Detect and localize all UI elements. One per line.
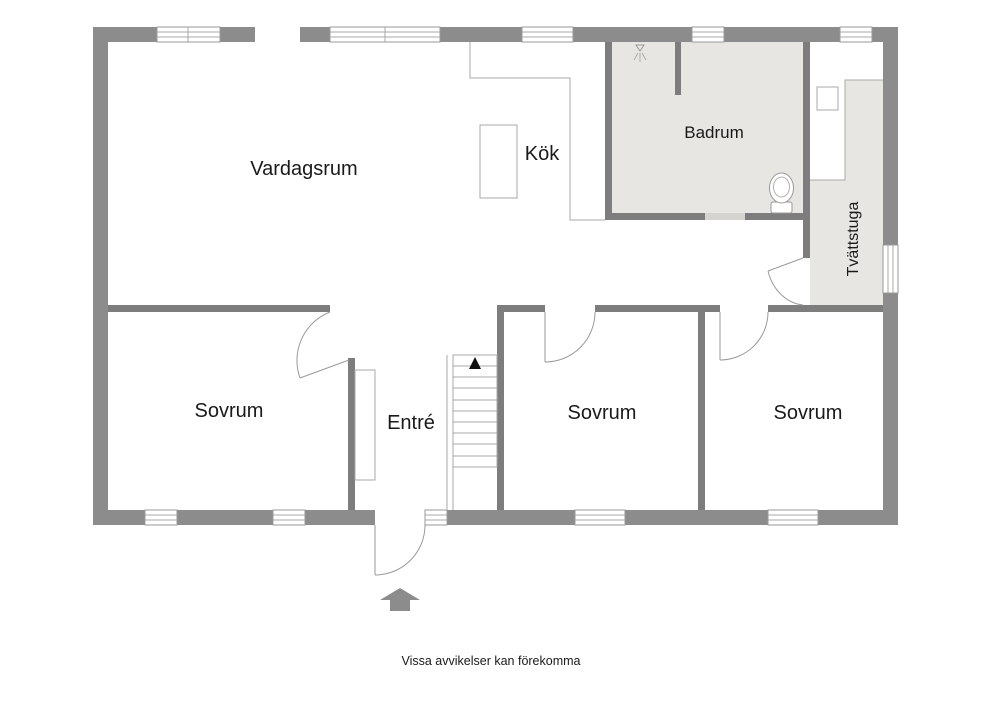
lamp-icon [633,44,647,62]
wall-segment [440,27,522,42]
room-labels: Vardagsrum Kök Badrum Tvättstuga Sovrum … [195,123,862,434]
door-swing [374,524,426,576]
stair-up-arrow-icon [469,357,481,369]
doors [296,257,804,576]
wardrobe [354,369,376,481]
door-laundry [767,257,804,306]
kitchen-island [479,124,518,199]
bathroom-threshold [705,213,745,220]
laundry-floor [810,80,883,305]
window-frame [144,509,178,526]
wall-segment [447,510,575,525]
window-frame [691,26,725,43]
window-frame [574,509,626,526]
wall-segment [220,27,255,42]
door-swing [767,270,804,306]
laundry-fixtures [810,79,883,181]
label-living-room: Vardagsrum [250,158,357,180]
wall-segment [803,42,810,258]
wall-segment [605,213,705,220]
kitchen-fixtures [469,42,605,221]
window-frame [521,26,574,43]
window [156,26,221,43]
wall-segment [497,305,504,510]
window-frame [882,244,899,294]
window [882,244,899,294]
window-frame [272,509,306,526]
label-bedroom-middle: Sovrum [568,402,637,424]
wall-segment [93,27,157,42]
wall-segment [605,42,612,220]
door-swing [296,311,331,379]
door-entrance [374,524,426,576]
lamp-ray [641,52,647,61]
wall-segment [883,293,898,525]
wall-segment [768,305,883,312]
kitchen-counter [469,42,605,221]
wall-segment [675,42,681,95]
window-frame [767,509,819,526]
door-leaf [767,257,804,272]
lamp-ray [633,52,639,61]
wall-segment [705,305,720,312]
wall-segment [818,510,898,525]
wall-segment [108,305,330,312]
window [424,509,448,526]
lamp-shade [635,44,645,52]
wall-segment [497,305,545,312]
window-frame [424,509,448,526]
outer-walls [93,27,898,525]
staircase [452,354,498,468]
window [272,509,306,526]
wall-segment [883,27,898,245]
wall-segment [93,510,145,525]
wall-segment [348,358,355,510]
interior-walls [108,42,883,510]
door-bedroom-middle [544,311,596,363]
laundry-sink [816,86,839,111]
wall-segment [625,510,768,525]
wall-segment [300,27,330,42]
toilet-icon [769,172,794,214]
wall-segment [745,213,810,220]
wall-segment [305,510,375,525]
wall-segment [93,27,108,525]
door-bedroom-left [296,311,350,379]
label-bathroom: Badrum [684,123,744,142]
label-entrance-hall: Entré [387,412,435,434]
label-laundry-room: Tvättstuga [845,202,862,277]
windows [144,26,899,526]
window [767,509,819,526]
door-bedroom-right [719,311,769,361]
door-swing [719,311,769,361]
label-kitchen: Kök [525,143,560,165]
wall-segment [573,27,692,42]
wall-segment [724,27,840,42]
label-bedroom-right: Sovrum [774,402,843,424]
window-frame [839,26,873,43]
entrance-fixtures [354,354,498,510]
bathroom-fixtures [633,44,794,214]
wet-room-fills [612,42,883,305]
wall-segment [698,305,705,510]
window [521,26,574,43]
window [691,26,725,43]
toilet-tank [770,201,793,214]
window [144,509,178,526]
laundry-counter [810,79,883,181]
wall-segment [595,305,705,312]
toilet-seat [773,176,790,198]
label-bedroom-left: Sovrum [195,400,264,422]
entrance-arrow-icon [380,588,420,611]
window [574,509,626,526]
door-swing [544,311,596,363]
window [839,26,873,43]
window [329,26,441,43]
wall-segment [177,510,273,525]
door-leaf [299,359,350,379]
disclaimer: Vissa avvikelser kan förekomma [401,654,580,668]
